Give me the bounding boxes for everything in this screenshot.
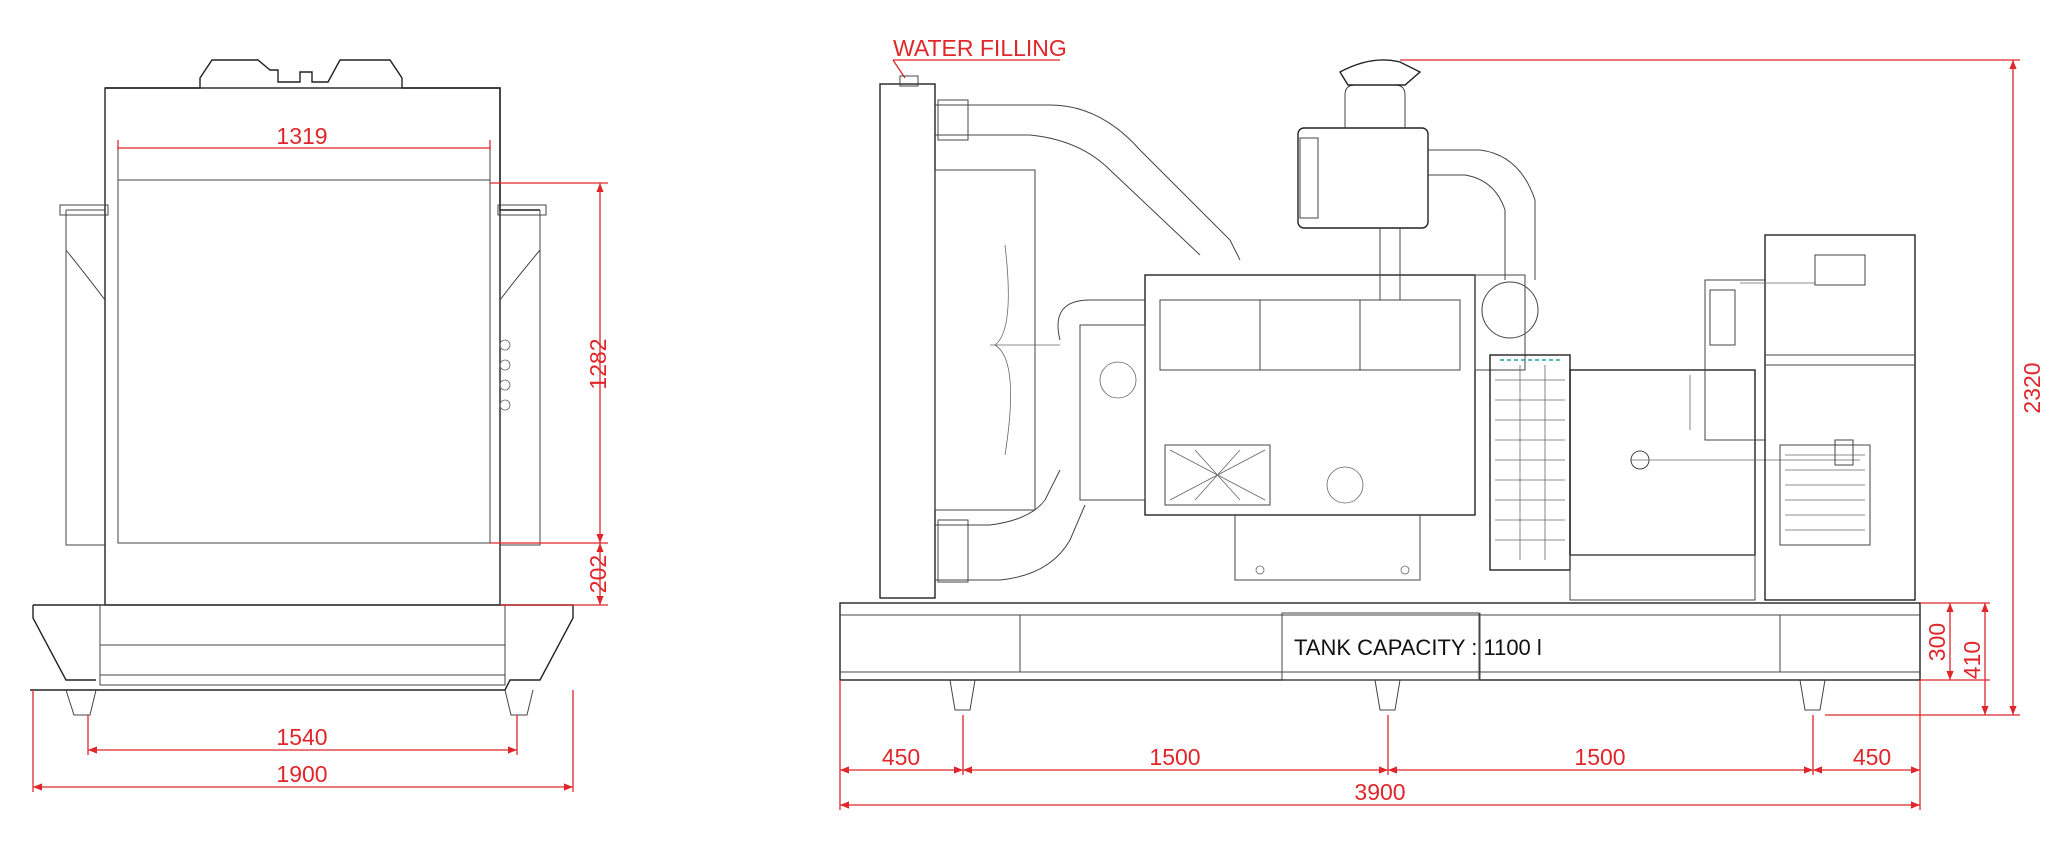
side-view: WATER FILLING [839, 35, 2045, 810]
dim-1900: 1900 [276, 761, 327, 787]
dim-1282: 1282 [585, 338, 611, 389]
dim-1540: 1540 [276, 724, 327, 750]
water-filling-label: WATER FILLING [893, 35, 1067, 61]
tank-label-box [1281, 612, 1480, 681]
fan-guard [934, 169, 1036, 511]
dim-300: 300 [1924, 623, 1950, 661]
front-base [30, 604, 574, 691]
front-view: 1319 1282 202 1540 1900 [30, 59, 611, 792]
dim-3900: 3900 [1354, 779, 1405, 805]
front-body [104, 87, 501, 606]
air-filter [1297, 127, 1429, 229]
alternator [1569, 369, 1756, 556]
dim-410: 410 [1959, 641, 1985, 679]
dim-450-right: 450 [1853, 744, 1891, 770]
front-top-outline [105, 59, 540, 211]
flywheel-housing [1489, 354, 1571, 571]
dim-1500-second: 1500 [1574, 744, 1625, 770]
radiator-core [117, 147, 491, 544]
dim-1319: 1319 [276, 123, 327, 149]
exhaust-cap [1339, 59, 1422, 86]
tank-capacity-label: TANK CAPACITY : 1100 l [1294, 635, 1542, 660]
control-panel [1764, 234, 1916, 601]
dim-202: 202 [585, 555, 611, 593]
dim-2320: 2320 [2019, 362, 2045, 413]
dim-1500-first: 1500 [1149, 744, 1200, 770]
engine-block [1144, 274, 1476, 516]
dim-450-left: 450 [882, 744, 920, 770]
radiator [879, 83, 936, 599]
